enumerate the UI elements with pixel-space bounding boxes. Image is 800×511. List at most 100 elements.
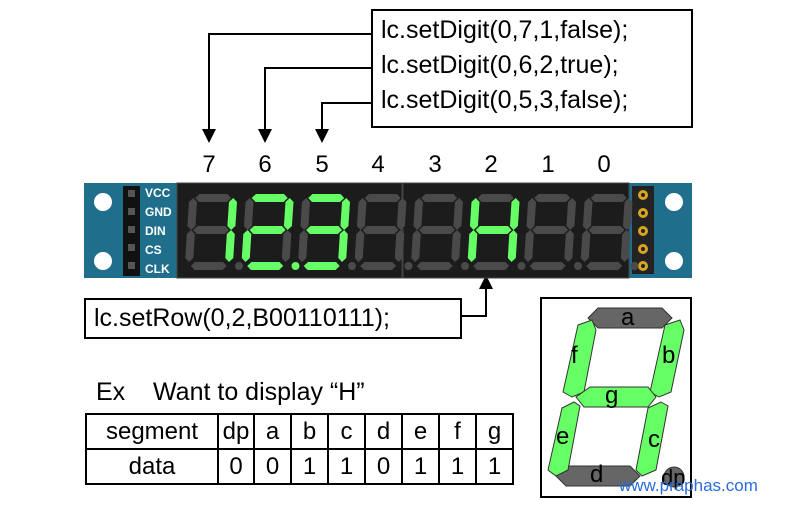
code-line-setrow: lc.setRow(0,2,B00110111); [94,304,390,332]
code-line-setdigit-7: lc.setDigit(0,7,1,false); [381,16,629,44]
digit-6-segment-f [243,198,254,230]
digit-number-1: 1 [541,151,555,178]
digit-0-dp [630,262,639,270]
pin-label-cs: CS [145,243,162,257]
digit-7-segment-c [225,230,235,262]
segment-e [547,401,581,477]
digit-4-segment-g [362,226,399,234]
digit-5-segment-c [338,230,348,262]
digit-5-segment-f [300,198,310,230]
digit-number-6: 6 [258,151,272,178]
digit-1-dp [574,262,582,270]
segment-label-g: g [605,382,619,409]
arrow-digit-5 [315,102,371,143]
digit-number-4: 4 [371,151,385,178]
digit-0-segment-g [588,226,625,234]
digit-0-segment-c [620,230,631,262]
segment-label-e: e [556,423,570,450]
table-cell: a [253,413,292,450]
table-row-segment: segment dp a b c d e f g [85,413,514,450]
segment-label-dp: dp [661,465,686,490]
digit-2-segment-a [477,194,514,202]
table-cell: 0 [217,448,255,485]
digit-6-segment-e [241,230,252,262]
code-line-setdigit-5: lc.setDigit(0,5,3,false); [381,86,629,114]
segment-label-f: f [571,342,578,369]
digit-7-segment-e [185,230,195,262]
table-cell: 1 [438,448,477,485]
digit-2-segment-c [507,230,518,262]
table-cell: b [290,413,329,450]
digit-4-segment-a [364,194,401,202]
table-cell: 1 [475,448,514,485]
digit-0-segment-a [590,194,627,202]
digit-3-segment-a [421,194,458,202]
digit-6-segment-d [247,262,284,270]
digit-4-segment-f [356,198,367,230]
digit-5-segment-b [340,198,350,230]
segment-label-d: d [590,461,604,488]
digit-2-segment-b [509,198,520,230]
arrow-digit-2 [462,275,493,317]
digit-1-segment-g [532,226,569,234]
digit-1-segment-c [564,230,574,262]
example-title: Want to display “H” [153,378,365,406]
segment-label-c: c [648,426,660,453]
pin-label-clk: CLK [145,262,170,276]
pin-label-din: DIN [145,224,166,238]
segment-g [575,386,657,408]
digit-3-segment-g [419,226,456,234]
digit-number-2: 2 [484,151,498,178]
digit-2-segment-g [475,226,512,234]
mount-hole [665,193,683,211]
seven-seg-digits [185,194,639,270]
digit-7-dp [235,262,243,270]
watermark: www.praphas.com [619,476,758,495]
table-header-data: data [85,448,219,485]
digit-6-segment-g [249,226,286,234]
digit-2-segment-e [467,230,478,262]
table-cell: f [438,413,477,450]
segment-dp [663,466,685,488]
segment-data-table: segment dp a b c d e f g data 0 0 1 1 0 … [85,413,514,485]
digit-3-segment-c [451,230,461,262]
digit-4-segment-e [354,230,365,262]
code-box-setdigit: lc.setDigit(0,7,1,false); lc.setDigit(0,… [371,9,693,128]
digit-6-dp [291,262,300,270]
digit-number-7: 7 [202,151,216,178]
digit-0-segment-f [582,198,593,230]
segment-c [635,401,669,477]
digit-3-dp [461,262,469,270]
table-cell: e [401,413,440,450]
digit-6-segment-a [251,194,288,202]
table-cell: 1 [290,448,329,485]
table-cell: c [327,413,366,450]
table-cell: 1 [327,448,366,485]
digit-4-segment-d [360,262,397,270]
digit-4-segment-c [394,230,405,262]
digit-3-segment-e [411,230,421,262]
table-cell: dp [217,413,255,450]
table-header-segment: segment [85,413,219,450]
pin-label-gnd: GND [145,205,172,219]
digit-0-segment-b [622,198,633,230]
digit-7-segment-d [190,262,227,270]
digit-5-segment-d [303,262,340,270]
example-label: Ex [96,378,126,406]
digit-1-segment-b [566,198,576,230]
segment-diagram [547,307,685,488]
digit-0-segment-d [586,262,623,270]
digit-7-segment-a [195,194,232,202]
mount-hole [665,252,683,270]
digit-2-dp [517,262,526,270]
table-row-data: data 0 0 1 1 0 1 1 1 [85,448,514,485]
digit-6-segment-b [283,198,294,230]
digit-1-segment-e [524,230,534,262]
table-cell: 1 [401,448,440,485]
digit-5-segment-a [308,194,345,202]
digit-number-5: 5 [315,151,329,178]
digit-7-segment-g [193,226,230,234]
mount-hole [94,193,112,211]
digit-2-segment-d [473,262,510,270]
